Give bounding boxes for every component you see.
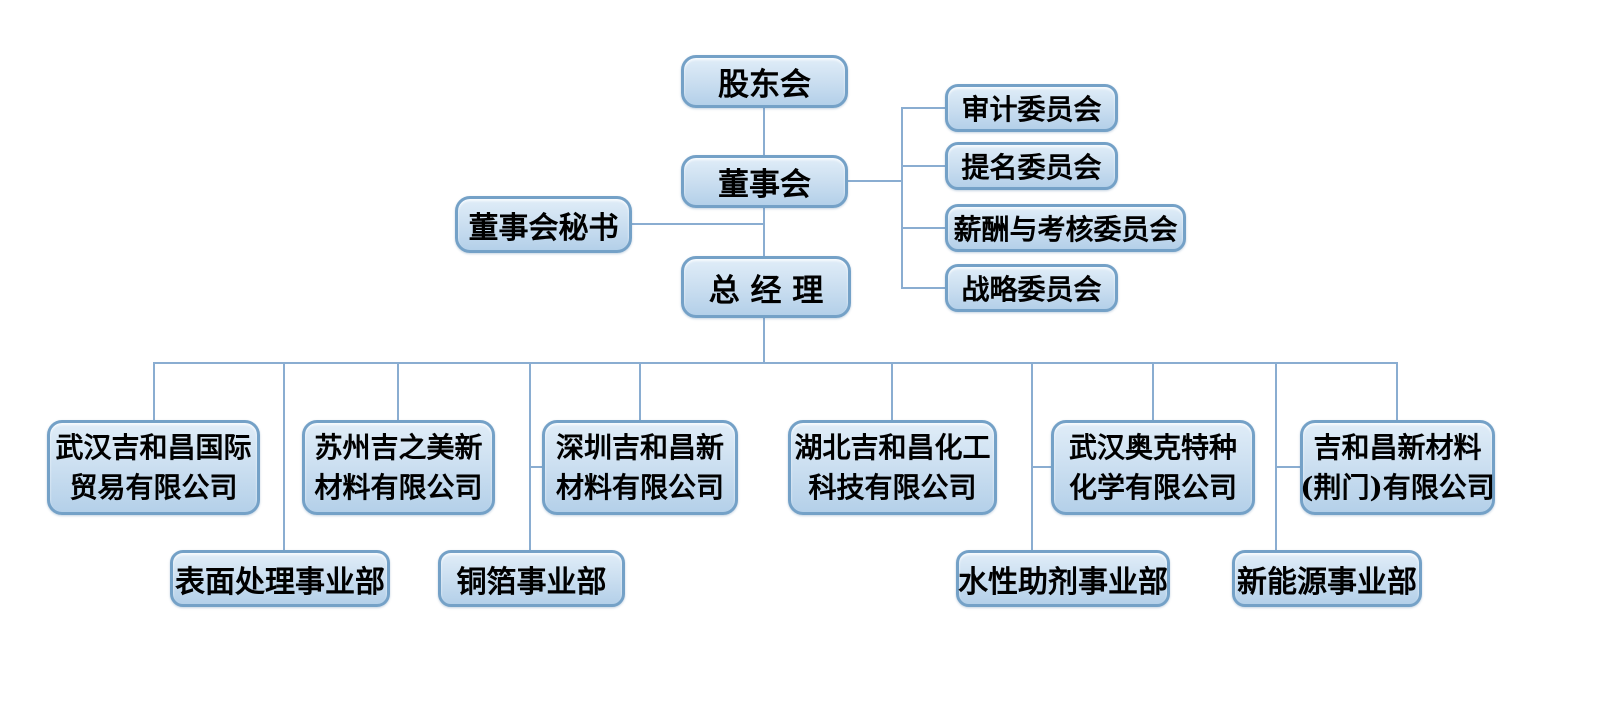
connector-stub-remuneration: [901, 227, 945, 229]
connector-secretary: [632, 223, 764, 225]
node-wuhan-aoke-specialty: 武汉奥克特种 化学有限公司: [1051, 420, 1255, 515]
suzhou-line1: 苏州吉之美新: [314, 430, 483, 464]
strategy-committee-label: 战略委员会: [961, 273, 1102, 306]
connector-board-gm: [763, 208, 765, 256]
connector-main-bus: [153, 362, 1398, 364]
connector-drop-newenergy-division: [1275, 362, 1277, 550]
node-shenzhen-jihechang: 深圳吉和昌新 材料有限公司: [542, 420, 738, 515]
connector-drop-surface-division: [283, 362, 285, 550]
new-energy-label: 新能源事业部: [1237, 564, 1417, 600]
copper-foil-label: 铜箔事业部: [456, 564, 607, 600]
node-new-energy-division: 新能源事业部: [1232, 550, 1422, 607]
connector-stub-aoke: [1031, 466, 1052, 468]
node-remuneration-committee: 薪酬与考核委员会: [945, 204, 1186, 252]
aoke-line1: 武汉奥克特种: [1068, 430, 1237, 464]
connector-shareholders-board: [763, 108, 765, 155]
connector-gm-bus: [763, 318, 765, 364]
connector-stub-jingmen: [1275, 466, 1301, 468]
node-copper-foil-division: 铜箔事业部: [438, 550, 625, 607]
node-audit-committee: 审计委员会: [945, 84, 1118, 132]
connector-stub-nomination: [901, 165, 945, 167]
connector-stub-shenzhen: [529, 466, 543, 468]
connector-drop-waterborne-division: [1031, 362, 1033, 550]
suzhou-line2: 材料有限公司: [314, 470, 483, 504]
connector-drop-copperfoil-division: [529, 362, 531, 550]
shenzhen-line1: 深圳吉和昌新: [555, 430, 724, 464]
connector-stub-audit: [901, 107, 945, 109]
hubei-line2: 科技有限公司: [808, 470, 977, 504]
node-suzhou-jizhimei: 苏州吉之美新 材料有限公司: [302, 420, 495, 515]
audit-committee-label: 审计委员会: [961, 93, 1102, 126]
node-strategy-committee: 战略委员会: [945, 264, 1118, 312]
board-label: 董事会: [718, 167, 811, 203]
jingmen-line2: (荆门)有限公司: [1300, 470, 1495, 504]
connector-stub-strategy: [901, 287, 945, 289]
shenzhen-line2: 材料有限公司: [555, 470, 724, 504]
node-jihechang-jingmen: 吉和昌新材料 (荆门)有限公司: [1300, 420, 1495, 515]
nomination-committee-label: 提名委员会: [961, 151, 1102, 184]
node-general-manager: 总 经 理: [681, 256, 851, 318]
connector-drop-aoke: [1152, 362, 1154, 420]
connector-drop-wuhan-trade: [153, 362, 155, 420]
wuhan-trade-line1: 武汉吉和昌国际: [55, 430, 252, 464]
remuneration-committee-label: 薪酬与考核委员会: [953, 213, 1178, 246]
connector-drop-suzhou: [397, 362, 399, 420]
surface-treatment-label: 表面处理事业部: [175, 564, 385, 600]
hubei-line1: 湖北吉和昌化工: [794, 430, 991, 464]
connector-board-committees: [848, 180, 902, 182]
node-wuhan-international-trade: 武汉吉和昌国际 贸易有限公司: [47, 420, 260, 515]
connector-drop-hubei: [891, 362, 893, 420]
waterborne-additives-label: 水性助剂事业部: [958, 564, 1168, 600]
connector-drop-shenzhen: [639, 362, 641, 420]
board-secretary-label: 董事会秘书: [468, 210, 619, 246]
connector-committee-spine: [901, 107, 903, 289]
node-board-secretary: 董事会秘书: [455, 196, 632, 253]
wuhan-trade-line2: 贸易有限公司: [69, 470, 238, 504]
node-waterborne-additives-division: 水性助剂事业部: [956, 550, 1170, 607]
node-hubei-jihechang-chemical: 湖北吉和昌化工 科技有限公司: [788, 420, 997, 515]
jingmen-line1: 吉和昌新材料: [1313, 430, 1482, 464]
shareholders-label: 股东会: [718, 67, 811, 103]
node-nomination-committee: 提名委员会: [945, 142, 1118, 190]
aoke-line2: 化学有限公司: [1068, 470, 1237, 504]
connector-drop-jingmen: [1396, 362, 1398, 420]
node-shareholders-meeting: 股东会: [681, 55, 848, 108]
general-manager-label: 总 经 理: [708, 272, 824, 309]
node-board-of-directors: 董事会: [681, 155, 848, 208]
node-surface-treatment-division: 表面处理事业部: [170, 550, 390, 607]
